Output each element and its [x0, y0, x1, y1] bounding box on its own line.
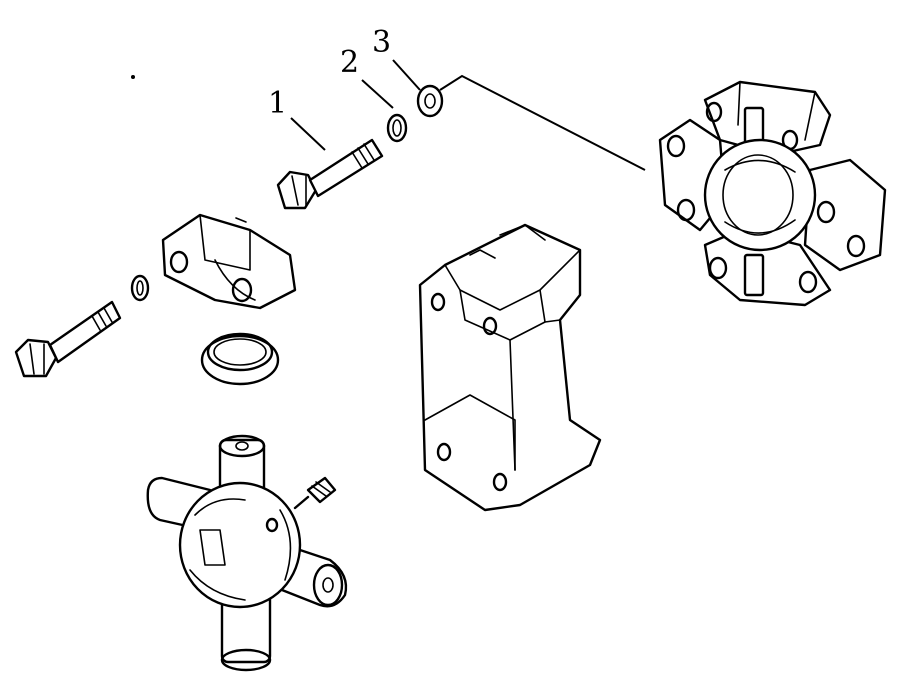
callout-1: 1: [268, 86, 326, 151]
leader-line-1: [290, 117, 326, 151]
leader-line-2: [361, 79, 394, 109]
universal-joint-cross: [146, 434, 348, 672]
rubber-coupling: [658, 80, 887, 307]
bolt-upper: [276, 138, 384, 210]
snap-ring-lower: [130, 274, 150, 302]
bolt-lower: [14, 300, 122, 378]
callout-label-1: 1: [268, 86, 287, 121]
callout-3: 3: [372, 25, 421, 91]
snap-ring: [386, 113, 408, 143]
callout-2: 2: [340, 45, 394, 109]
leader-line-3: [392, 59, 421, 91]
leader-line-to-coupling: [439, 74, 646, 171]
seal-ring: [200, 332, 280, 386]
callout-label-2: 2: [340, 45, 359, 80]
bearing-housing: [418, 223, 602, 512]
clamp-cap: [161, 213, 297, 310]
stray-dot: [131, 75, 135, 79]
grease-fitting: [293, 476, 337, 510]
callout-label-3: 3: [372, 25, 391, 60]
washer: [416, 84, 444, 118]
